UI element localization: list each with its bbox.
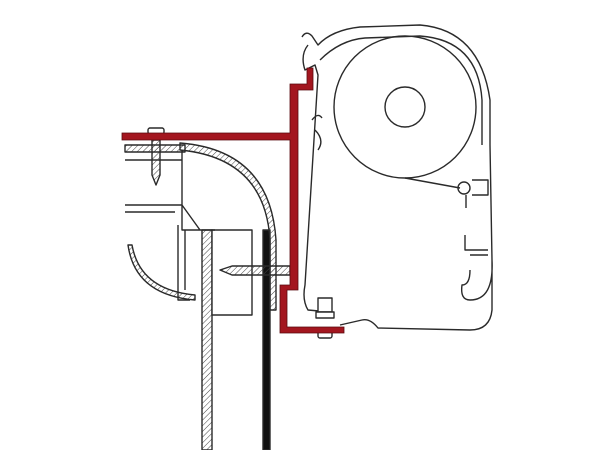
awning-housing xyxy=(301,24,493,331)
vehicle-wall xyxy=(124,142,277,450)
side-screw xyxy=(219,265,291,276)
roller-axle xyxy=(384,86,426,128)
lead-bar-pivot xyxy=(457,181,471,195)
fabric-roll xyxy=(333,35,477,179)
adapter-bracket xyxy=(121,67,345,334)
